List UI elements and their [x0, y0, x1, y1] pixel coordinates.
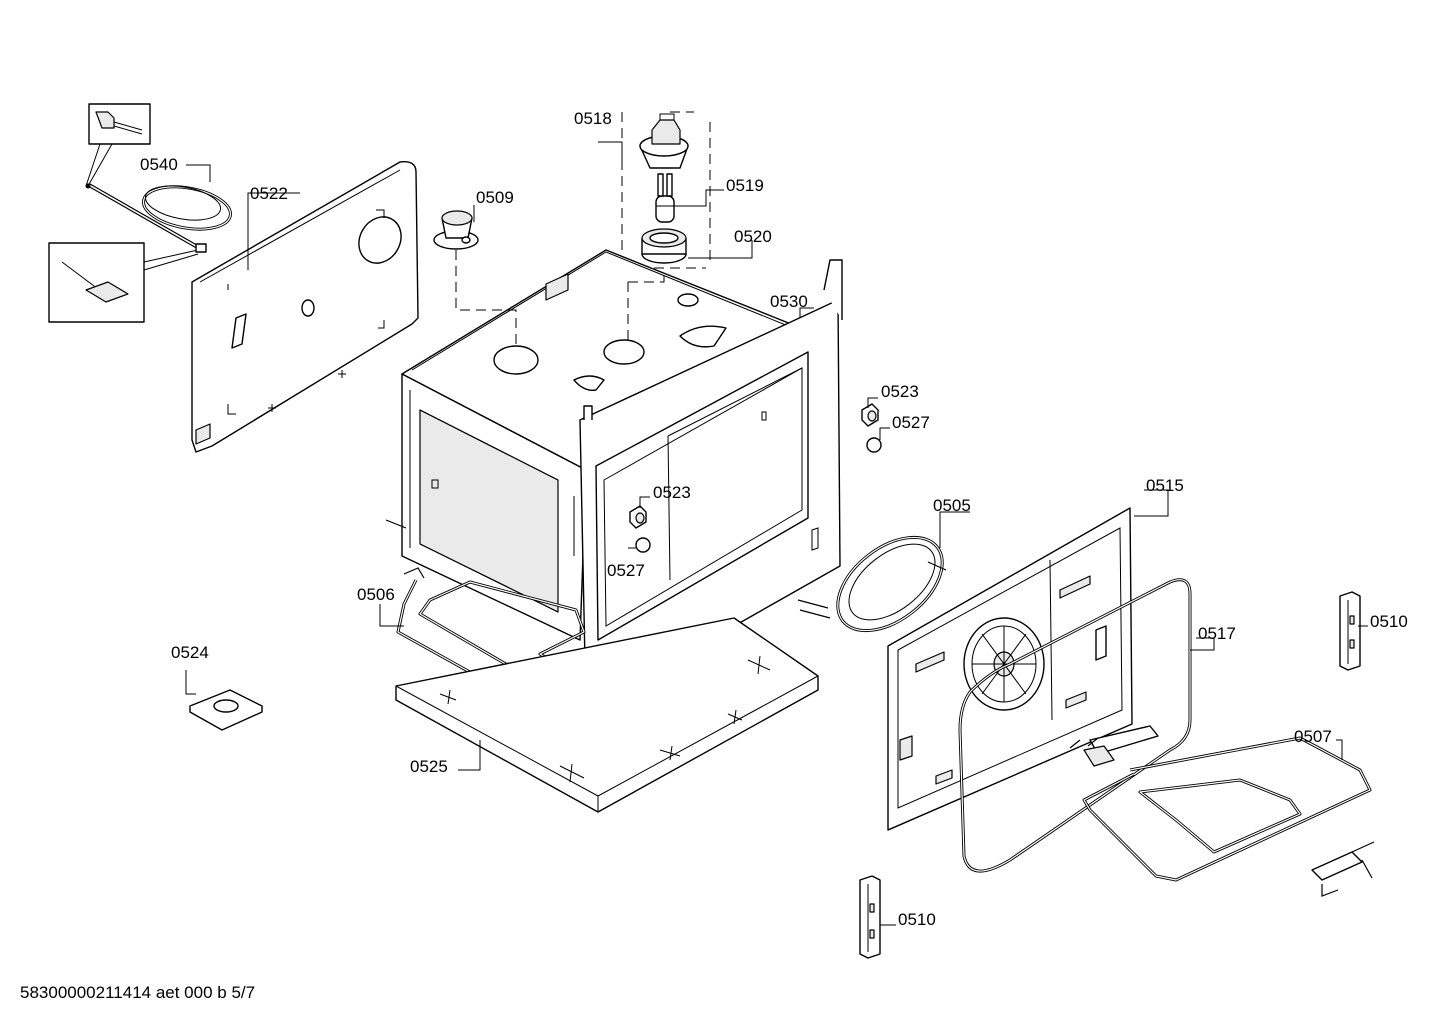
- oven-cavity: [385, 249, 843, 711]
- part-label-0510: 0510: [1370, 612, 1408, 631]
- grill-heating-element: [1069, 725, 1372, 882]
- insulation-panel: [191, 161, 419, 453]
- part-label-0505: 0505: [933, 496, 971, 515]
- door-seal-loop: [958, 578, 1192, 873]
- part-label-0517: 0517: [1198, 624, 1236, 643]
- part-label-0530: 0530: [770, 292, 808, 311]
- side-rail-bottom: [859, 875, 881, 959]
- lamp-housing: [433, 210, 479, 250]
- lamp-assembly-frame: [621, 111, 711, 269]
- part-label-0523: 0523: [653, 483, 691, 502]
- lamp-bulb: [655, 173, 675, 223]
- leader-lines: [185, 141, 1368, 926]
- rear-wall-fan-cover: [887, 507, 1133, 831]
- bottom-heating-element: [396, 567, 586, 702]
- part-label-0507: 0507: [1294, 727, 1332, 746]
- square-pad: [189, 689, 263, 731]
- part-label-0510: 0510: [898, 910, 936, 929]
- lamp-glass-small-inner: [635, 537, 651, 553]
- temperature-sensor-cable: [85, 183, 232, 253]
- bottom-insulation: [395, 617, 819, 813]
- detail-inset-connector: [85, 103, 151, 187]
- lamp-cover: [641, 228, 687, 264]
- part-label-0515: 0515: [1146, 476, 1184, 495]
- part-label-0506: 0506: [357, 585, 395, 604]
- detail-inset-sensor-tip: [48, 242, 199, 323]
- part-label-0527: 0527: [892, 413, 930, 432]
- part-label-0527: 0527: [607, 561, 645, 580]
- part-label-0519: 0519: [726, 176, 764, 195]
- lamp-glass-small-right: [866, 437, 882, 453]
- lamp-socket: [639, 113, 689, 169]
- part-label-0509: 0509: [476, 188, 514, 207]
- lamp-socket-small-right: [861, 403, 879, 427]
- part-label-0524: 0524: [171, 643, 209, 662]
- circular-heating-element: [797, 535, 947, 633]
- part-label-0518: 0518: [574, 109, 612, 128]
- part-label-0522: 0522: [250, 184, 288, 203]
- part-label-0540: 0540: [140, 155, 178, 174]
- part-label-0523: 0523: [881, 382, 919, 401]
- document-code: 58300000211414 aet 000 b 5/7: [20, 983, 255, 1002]
- part-label-0520: 0520: [734, 227, 772, 246]
- mounting-bracket-lower-right: [1311, 841, 1375, 897]
- part-label-0525: 0525: [410, 757, 448, 776]
- side-rail-right: [1339, 591, 1361, 671]
